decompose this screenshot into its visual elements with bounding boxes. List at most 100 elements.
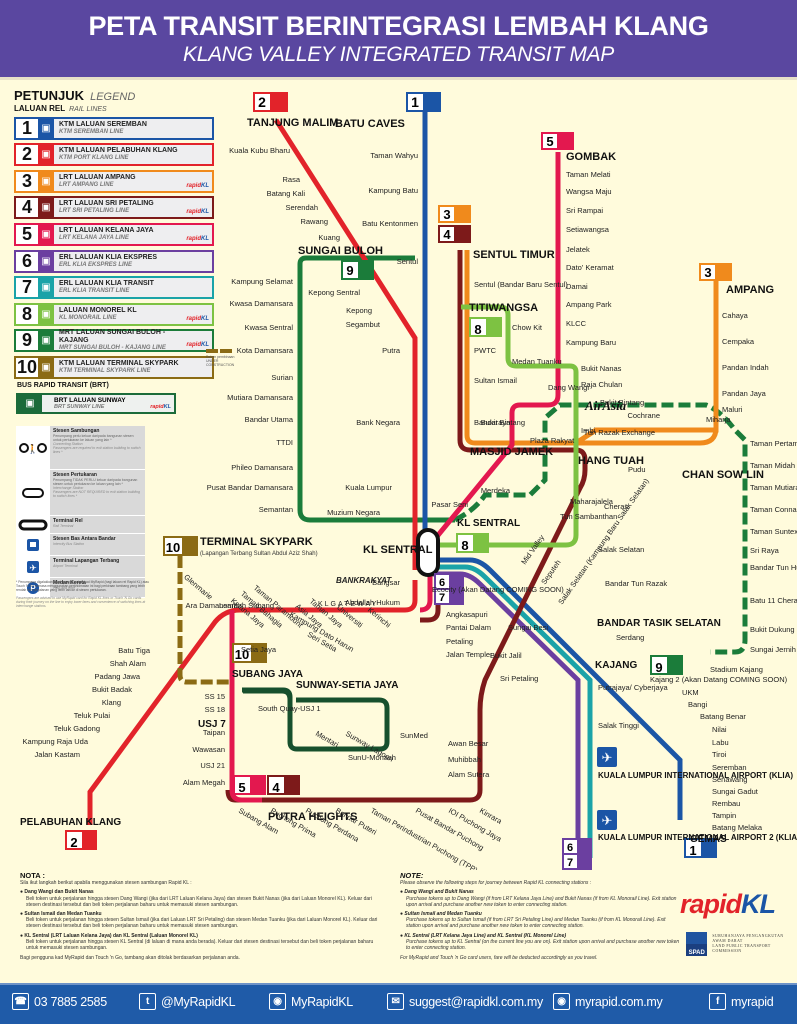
line-number: 4 <box>16 197 38 218</box>
email-link[interactable]: ✉suggest@rapidkl.com.my <box>387 993 553 1010</box>
svg-text:GOMBAK: GOMBAK <box>566 151 616 163</box>
badge-line-3-sentul: 3 <box>438 205 471 223</box>
badge-line-10-skypark: 10 <box>163 536 198 556</box>
twitter-link[interactable]: t@MyRapidKL <box>139 993 269 1010</box>
svg-text:PELABUHAN KLANG: PELABUHAN KLANG <box>20 817 121 828</box>
station-label: Mutiara Damansara <box>227 393 294 402</box>
station-label: Cahaya <box>722 311 749 320</box>
station-label: Serendah <box>285 203 318 212</box>
svg-text:8: 8 <box>461 538 468 553</box>
contact-footer: ☎03 7885 2585 t@MyRapidKL ◉MyRapidKL ✉su… <box>0 983 797 1024</box>
note-item: ● KL Sentral (LRT Kelana Jaya Line) and … <box>400 932 680 952</box>
instagram-link[interactable]: ◉MyRapidKL <box>269 993 387 1010</box>
station-label: Bank Negara <box>356 418 401 427</box>
station-label: Putra <box>382 346 401 355</box>
badge-line-9-north: 9 <box>341 260 374 280</box>
phone-icon: ☎ <box>12 993 29 1010</box>
line-number: 9 <box>16 330 38 351</box>
station-label: Jalan Kastam <box>35 750 80 759</box>
svg-text:4: 4 <box>272 780 280 795</box>
svg-text:4: 4 <box>443 227 451 242</box>
svg-text:🚶: 🚶 <box>27 443 38 454</box>
rapidkl-logo: rapidKL <box>150 404 171 410</box>
station-label: Setia Jaya <box>241 645 277 654</box>
phone-contact[interactable]: ☎03 7885 2585 <box>12 993 139 1010</box>
line-number: 5 <box>16 224 38 244</box>
station-label: Batang Benar <box>700 712 746 721</box>
station-label: Bukit Bintang <box>600 398 644 407</box>
station-label: Pandan Jaya <box>722 389 767 398</box>
connecting-station-icon: 🚶 <box>16 426 50 469</box>
spad-logo: SPAD SURUHANJAYA PENGANGKUTAN AWAM DARAT… <box>686 932 797 956</box>
svg-text:BATU CAVES: BATU CAVES <box>335 118 405 130</box>
svg-text:KAJANG: KAJANG <box>595 660 637 671</box>
station-label: Kuala Lumpur <box>345 483 392 492</box>
badge-line-6-7-sentral: 67 <box>434 573 464 605</box>
station-label: Setiawangsa <box>566 225 610 234</box>
bus-icon: ▣ <box>18 395 42 412</box>
train-icon: ▣ <box>38 357 54 377</box>
station-label: Batang Melaka <box>712 823 763 832</box>
line-number: 6 <box>16 251 38 271</box>
station-label: Bukit Bintang <box>481 418 525 427</box>
station-label: Dato' Keramat <box>566 263 615 272</box>
station-label: Taipan <box>203 728 225 737</box>
svg-text:5: 5 <box>238 780 245 795</box>
svg-text:1: 1 <box>689 843 696 858</box>
station-label: Ecocity (Akan Datang COMING SOON) <box>432 585 564 594</box>
station-label: Alam Megah <box>183 778 225 787</box>
line-number: 2 <box>16 144 38 165</box>
station-label: Kwasa Damansara <box>230 299 294 308</box>
facebook-icon: f <box>709 993 726 1010</box>
train-icon: ▣ <box>38 331 54 351</box>
page-title: PETA TRANSIT BERINTEGRASI LEMBAH KLANG <box>88 11 709 41</box>
station-label: Rembau <box>712 799 740 808</box>
website-link[interactable]: ◉myrapid.com.my <box>553 993 709 1010</box>
rapidkl-logo: rapidKL <box>186 235 209 242</box>
park-and-ride-icon: P <box>16 578 50 597</box>
station-label: Shah Alam <box>110 659 146 668</box>
line-number: 7 <box>16 277 38 298</box>
station-label: Damai <box>566 282 588 291</box>
station-label: Batu Tiga <box>118 646 151 655</box>
station-label: SunMed <box>400 731 428 740</box>
station-label: Pasar Seni <box>431 500 468 509</box>
station-label: Stadium Kajang <box>710 665 763 674</box>
page-subtitle: KLANG VALLEY INTEGRATED TRANSIT MAP <box>182 43 614 66</box>
svg-text:✈: ✈ <box>29 563 37 573</box>
airport-icon-klia: ✈ <box>597 747 617 767</box>
station-label: Nilai <box>712 725 727 734</box>
line-number: 10 <box>16 356 38 377</box>
station-label: Taman Suntex <box>750 527 797 536</box>
station-label: Seremban <box>712 763 747 772</box>
badge-line-1-north: 1 <box>406 92 441 112</box>
train-icon: ▣ <box>38 171 54 191</box>
station-label: Bukit Nanas <box>581 364 622 373</box>
station-label: Miharja <box>706 415 731 424</box>
transit-map: 2 1 5 3 4 3 9 8 8 67 10 10 5 4 9 2 1 67 … <box>20 92 797 870</box>
station-label: Jelatek <box>566 245 590 254</box>
svg-text:TANJUNG MALIM: TANJUNG MALIM <box>247 117 338 129</box>
twitter-icon: t <box>139 993 156 1010</box>
station-label: Petaling <box>446 637 473 646</box>
badge-line-6-7-klia2: 67 <box>562 838 592 870</box>
station-label: Taman Mutiara <box>750 483 797 492</box>
station-label: Sentul <box>397 257 419 266</box>
station-label: Ampang Park <box>566 300 612 309</box>
station-label: PWTC <box>474 346 497 355</box>
train-icon: ▣ <box>38 198 54 218</box>
station-label: Raja Chulan <box>581 380 622 389</box>
svg-text:6: 6 <box>567 842 573 854</box>
